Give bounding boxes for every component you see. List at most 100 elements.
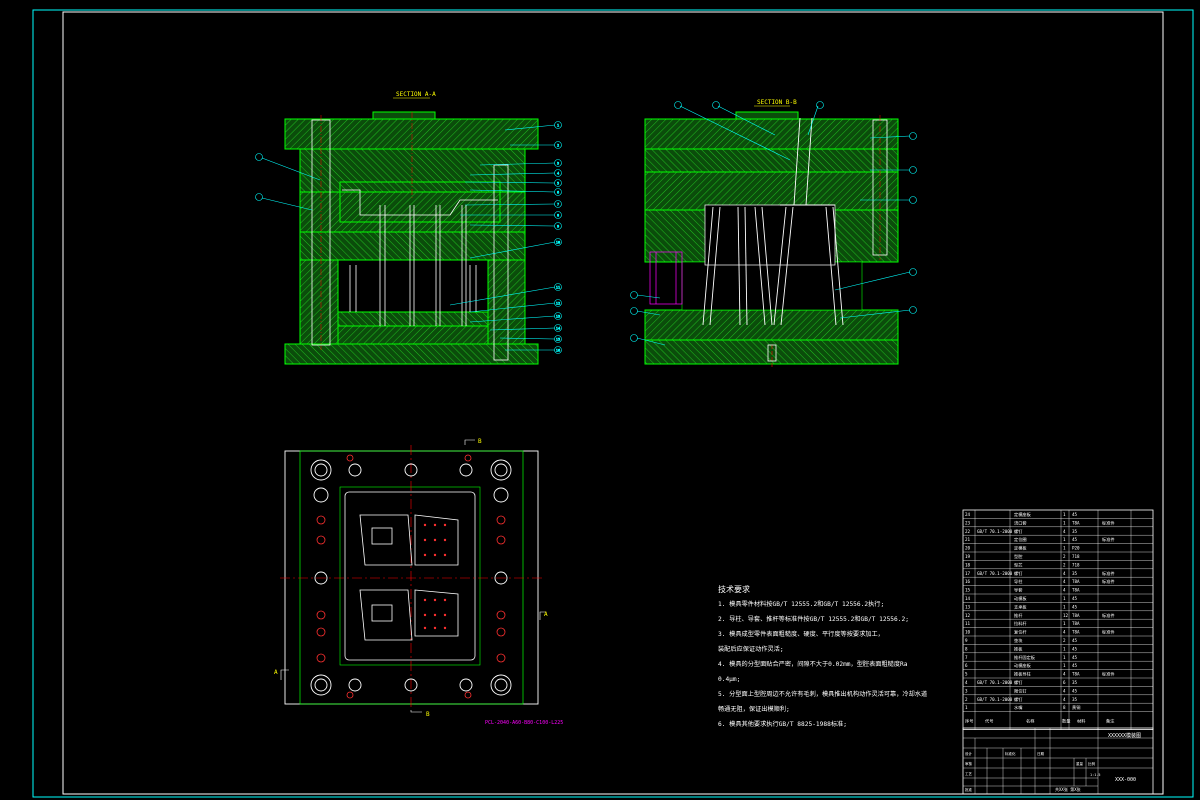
parts-header-qty: 数量 xyxy=(1062,718,1070,725)
parts-cell-qty: 6 xyxy=(1063,680,1066,685)
ejector-pin-holes xyxy=(423,523,447,630)
balloon-number: 7 xyxy=(557,203,559,207)
balloon-number: 1 xyxy=(557,124,559,128)
note-line: 0.4μm; xyxy=(718,676,740,683)
label-checker: 审核 xyxy=(965,761,973,766)
balloon-number: 2 xyxy=(557,144,559,148)
ejector-pins-aa xyxy=(349,205,477,326)
title-block: XXXXXX模装图 XXX-000 共XX张 第X张 1:1.5 设计 审核 工… xyxy=(962,727,1154,795)
parts-cell-material: 45 xyxy=(1072,604,1078,609)
parts-cell-qty: 4 xyxy=(1063,697,1066,702)
parts-cell-name: 推板 xyxy=(1014,645,1023,652)
drawing-name: XXXXXX模装图 xyxy=(1108,732,1141,739)
parts-cell-remark: 标准件 xyxy=(1102,612,1115,619)
parts-cell-no: 15 xyxy=(965,588,971,593)
parts-cell-qty: 4 xyxy=(1063,588,1066,593)
parts-cell-qty: 4 xyxy=(1063,630,1066,635)
note-line: 畅通无阻，保证出模顺利; xyxy=(718,705,790,713)
parts-cell-material: 35 xyxy=(1072,529,1078,534)
note-line: 1. 模具零件材料按GB/T 12555.2和GB/T 12556.2执行; xyxy=(718,600,884,608)
parts-cell-material: T8A xyxy=(1072,672,1080,677)
parts-cell-name: 推杆 xyxy=(1014,612,1023,619)
guide-pillar-right xyxy=(493,164,509,361)
parts-cell-no: 9 xyxy=(965,638,968,643)
parts-cell-material: 45 xyxy=(1072,638,1078,643)
bottom-clamp-plate xyxy=(284,343,539,365)
cavity-plate xyxy=(299,148,526,193)
section-marker-a-right: A xyxy=(544,611,548,618)
parts-cell-no: 1 xyxy=(965,705,968,710)
parts-cell-material: 黄铜 xyxy=(1072,704,1080,711)
molded-part-bottom xyxy=(359,589,459,641)
parts-cell-name: 支承板 xyxy=(1014,603,1027,610)
section-line-markers xyxy=(280,439,546,713)
parts-cell-material: 45 xyxy=(1072,596,1078,601)
parts-cell-no: 6 xyxy=(965,663,968,668)
parts-header-remark: 备注 xyxy=(1106,718,1115,725)
section-aa-title: SECTION A-A xyxy=(396,91,436,98)
parts-cell-name: 型腔 xyxy=(1014,553,1022,560)
plan-mold-base xyxy=(284,450,539,705)
parts-header-code: 代号 xyxy=(985,718,993,725)
parts-cell-qty: 4 xyxy=(1063,579,1066,584)
parts-cell-name: 推杆固定板 xyxy=(1014,654,1036,661)
section-marker-b-top: B xyxy=(478,438,482,445)
parts-cell-no: 11 xyxy=(965,621,971,626)
label-scale: 比例 xyxy=(1088,761,1096,766)
parts-cell-material: 45 xyxy=(1072,646,1078,651)
parts-cell-name: 定位圈 xyxy=(1014,536,1027,543)
parts-cell-material: P20 xyxy=(1072,546,1080,551)
parts-header-material: 材料 xyxy=(1077,718,1086,725)
label-date: 日期 xyxy=(1037,751,1045,756)
balloon-number: 8 xyxy=(557,214,559,218)
parts-cell-material: 35 xyxy=(1072,571,1078,576)
parts-cell-qty: 4 xyxy=(1063,571,1066,576)
notes-title: 技术要求 xyxy=(718,584,750,594)
note-line: 装配后应保证动作灵活; xyxy=(718,645,784,653)
note-line: 6. 模具其他要求执行GB/T 8825-1988标准; xyxy=(718,720,847,728)
balloon-number: 15 xyxy=(556,338,560,342)
parts-cell-material: T8A xyxy=(1072,613,1080,618)
balloon-number: 11 xyxy=(556,286,560,290)
parts-cell-qty: 4 xyxy=(1063,529,1066,534)
parts-cell-name: 螺钉 xyxy=(1014,570,1023,577)
parts-cell-remark: 标准件 xyxy=(1102,578,1115,585)
parts-cell-remark: 标准件 xyxy=(1102,671,1115,678)
parts-cell-name: 限位钉 xyxy=(1014,687,1027,694)
bb-top-clamp-plate xyxy=(644,118,899,150)
note-line: 4. 模具的分型面贴合严密，间隙不大于0.02mm，型腔表面粗糙度Ra xyxy=(718,660,908,668)
parts-cell-no: 8 xyxy=(965,646,968,651)
screw-holes xyxy=(316,454,506,699)
label-designer: 设计 xyxy=(965,751,973,756)
parts-cell-qty: 2 xyxy=(1063,638,1066,643)
parts-cell-no: 20 xyxy=(965,546,971,551)
parts-cell-name: 水嘴 xyxy=(1014,704,1023,711)
parts-cell-qty: 1 xyxy=(1063,596,1066,601)
section-marker-b-bottom: B xyxy=(426,711,430,718)
parts-cell-code: GB/T 70.1-2000 xyxy=(977,529,1013,534)
parts-cell-remark: 标准件 xyxy=(1102,570,1115,577)
spacer-block-left xyxy=(299,259,339,345)
parts-cell-qty: 1 xyxy=(1063,621,1066,626)
parts-cell-code: GB/T 70.1-2000 xyxy=(977,697,1013,702)
parts-cell-material: T8A xyxy=(1072,579,1080,584)
parts-cell-code: GB/T 70.1-2000 xyxy=(977,571,1013,576)
parts-cell-qty: 2 xyxy=(1063,562,1066,567)
parts-header-no: 序号 xyxy=(965,718,973,725)
parts-cell-name: 型芯 xyxy=(1014,561,1022,567)
parts-cell-material: 35 xyxy=(1072,697,1078,702)
scale-value: 1:1.5 xyxy=(1090,773,1101,777)
technical-notes: 技术要求 1. 模具零件材料按GB/T 12555.2和GB/T 12556.2… xyxy=(718,584,927,728)
parts-cell-no: 3 xyxy=(965,688,968,693)
parts-cell-no: 18 xyxy=(965,562,971,567)
parts-cell-qty: 1 xyxy=(1063,537,1066,542)
parts-cell-no: 21 xyxy=(965,537,971,542)
parts-cell-remark: 标准件 xyxy=(1102,519,1115,526)
parts-cell-material: 718 xyxy=(1072,554,1080,559)
parts-cell-no: 13 xyxy=(965,604,971,609)
label-approve: 批准 xyxy=(965,787,973,792)
parts-cell-qty: 4 xyxy=(1063,672,1066,677)
parts-cell-material: 45 xyxy=(1072,655,1078,660)
parts-cell-qty: 1 xyxy=(1063,646,1066,651)
